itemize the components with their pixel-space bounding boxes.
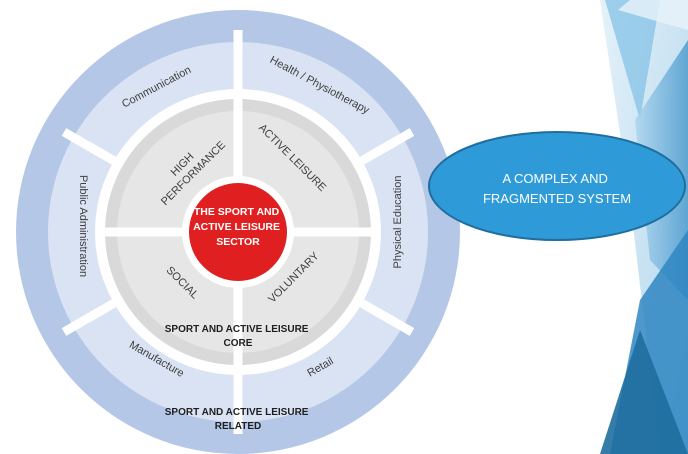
callout-text: A COMPLEX AND FRAGMENTED SYSTEM (483, 171, 631, 206)
related-label-physical-education: Physical Education (392, 176, 404, 269)
related-label-public-administration: Public Administration (77, 175, 89, 277)
center-circle (189, 183, 287, 281)
related-caption: SPORT AND ACTIVE LEISURE RELATED (165, 407, 312, 432)
center-label: THE SPORT AND ACTIVE LEISURE SECTOR (193, 206, 283, 248)
core-caption: SPORT AND ACTIVE LEISURE CORE (165, 324, 312, 349)
callout-ellipse (428, 131, 686, 241)
decorative-facets (600, 0, 688, 454)
